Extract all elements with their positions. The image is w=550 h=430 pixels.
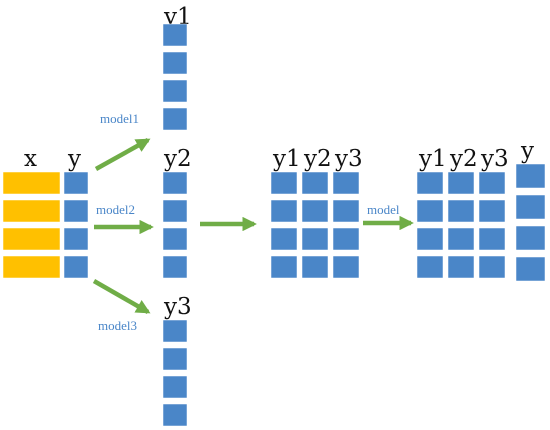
model2-label: model2 [96,202,135,217]
meta-feature-block [478,227,506,251]
prediction-block [162,255,188,279]
feature-matrix-x [2,171,61,279]
stack-y2-label: y2 [303,146,332,172]
meta-target-block [515,225,546,251]
x-label: x [24,146,37,172]
meta-model-label: model [367,202,400,217]
meta-feature-block [447,227,475,251]
stack-block [332,227,360,251]
final-y3-label: y3 [480,146,509,172]
stack-block [270,227,298,251]
meta-target-block [515,256,546,282]
target-block [63,171,89,195]
stack-block [301,227,329,251]
meta-feature-block [447,171,475,195]
stack-y1-label: y1 [272,146,301,172]
meta-feature-block [416,255,444,279]
prediction-block [162,227,188,251]
stack-block [270,171,298,195]
prediction-block [162,375,188,399]
prediction-block [162,403,188,427]
stack-block [332,199,360,223]
meta-feature-block [416,199,444,223]
stack-block [301,171,329,195]
meta-feature-block [416,171,444,195]
prediction-block [162,199,188,223]
meta-feature-block [478,255,506,279]
prediction-block [162,347,188,371]
stacked-prediction-matrix [270,171,360,279]
target-block [63,227,89,251]
prediction-block [162,51,188,75]
y-label: y [67,146,81,172]
prediction-block [162,107,188,131]
stack-block [301,255,329,279]
feature-block [2,199,61,223]
feature-block [2,171,61,195]
stack-y3-label: y3 [334,146,363,172]
stack-block [301,199,329,223]
final-y1-label: y1 [418,146,447,172]
prediction-column-y2 [162,171,188,279]
meta-feature-block [447,255,475,279]
arrow-to-model1 [94,138,151,171]
feature-block [2,255,61,279]
model3-label: model3 [98,318,137,333]
prediction-block [162,319,188,343]
prediction-block [162,171,188,195]
meta-feature-block [447,199,475,223]
pred-y3-label: y3 [163,294,192,320]
model1-label: model1 [100,111,139,126]
prediction-column-y3 [162,319,188,427]
stack-block [270,255,298,279]
stack-block [332,255,360,279]
meta-feature-matrix [416,171,506,279]
final-y-label: y [520,138,534,164]
arrow-to-model3 [92,279,151,314]
stack-block [332,171,360,195]
meta-feature-block [416,227,444,251]
meta-target-column-y [515,163,546,282]
meta-target-block [515,194,546,220]
stack-block [270,199,298,223]
meta-feature-block [478,171,506,195]
prediction-block [162,23,188,47]
meta-target-block [515,163,546,189]
prediction-block [162,79,188,103]
target-block [63,255,89,279]
target-block [63,199,89,223]
final-y2-label: y2 [449,146,478,172]
target-column-y [63,171,89,279]
prediction-column-y1 [162,23,188,131]
meta-feature-block [478,199,506,223]
pred-y2-label: y2 [163,146,192,172]
feature-block [2,227,61,251]
